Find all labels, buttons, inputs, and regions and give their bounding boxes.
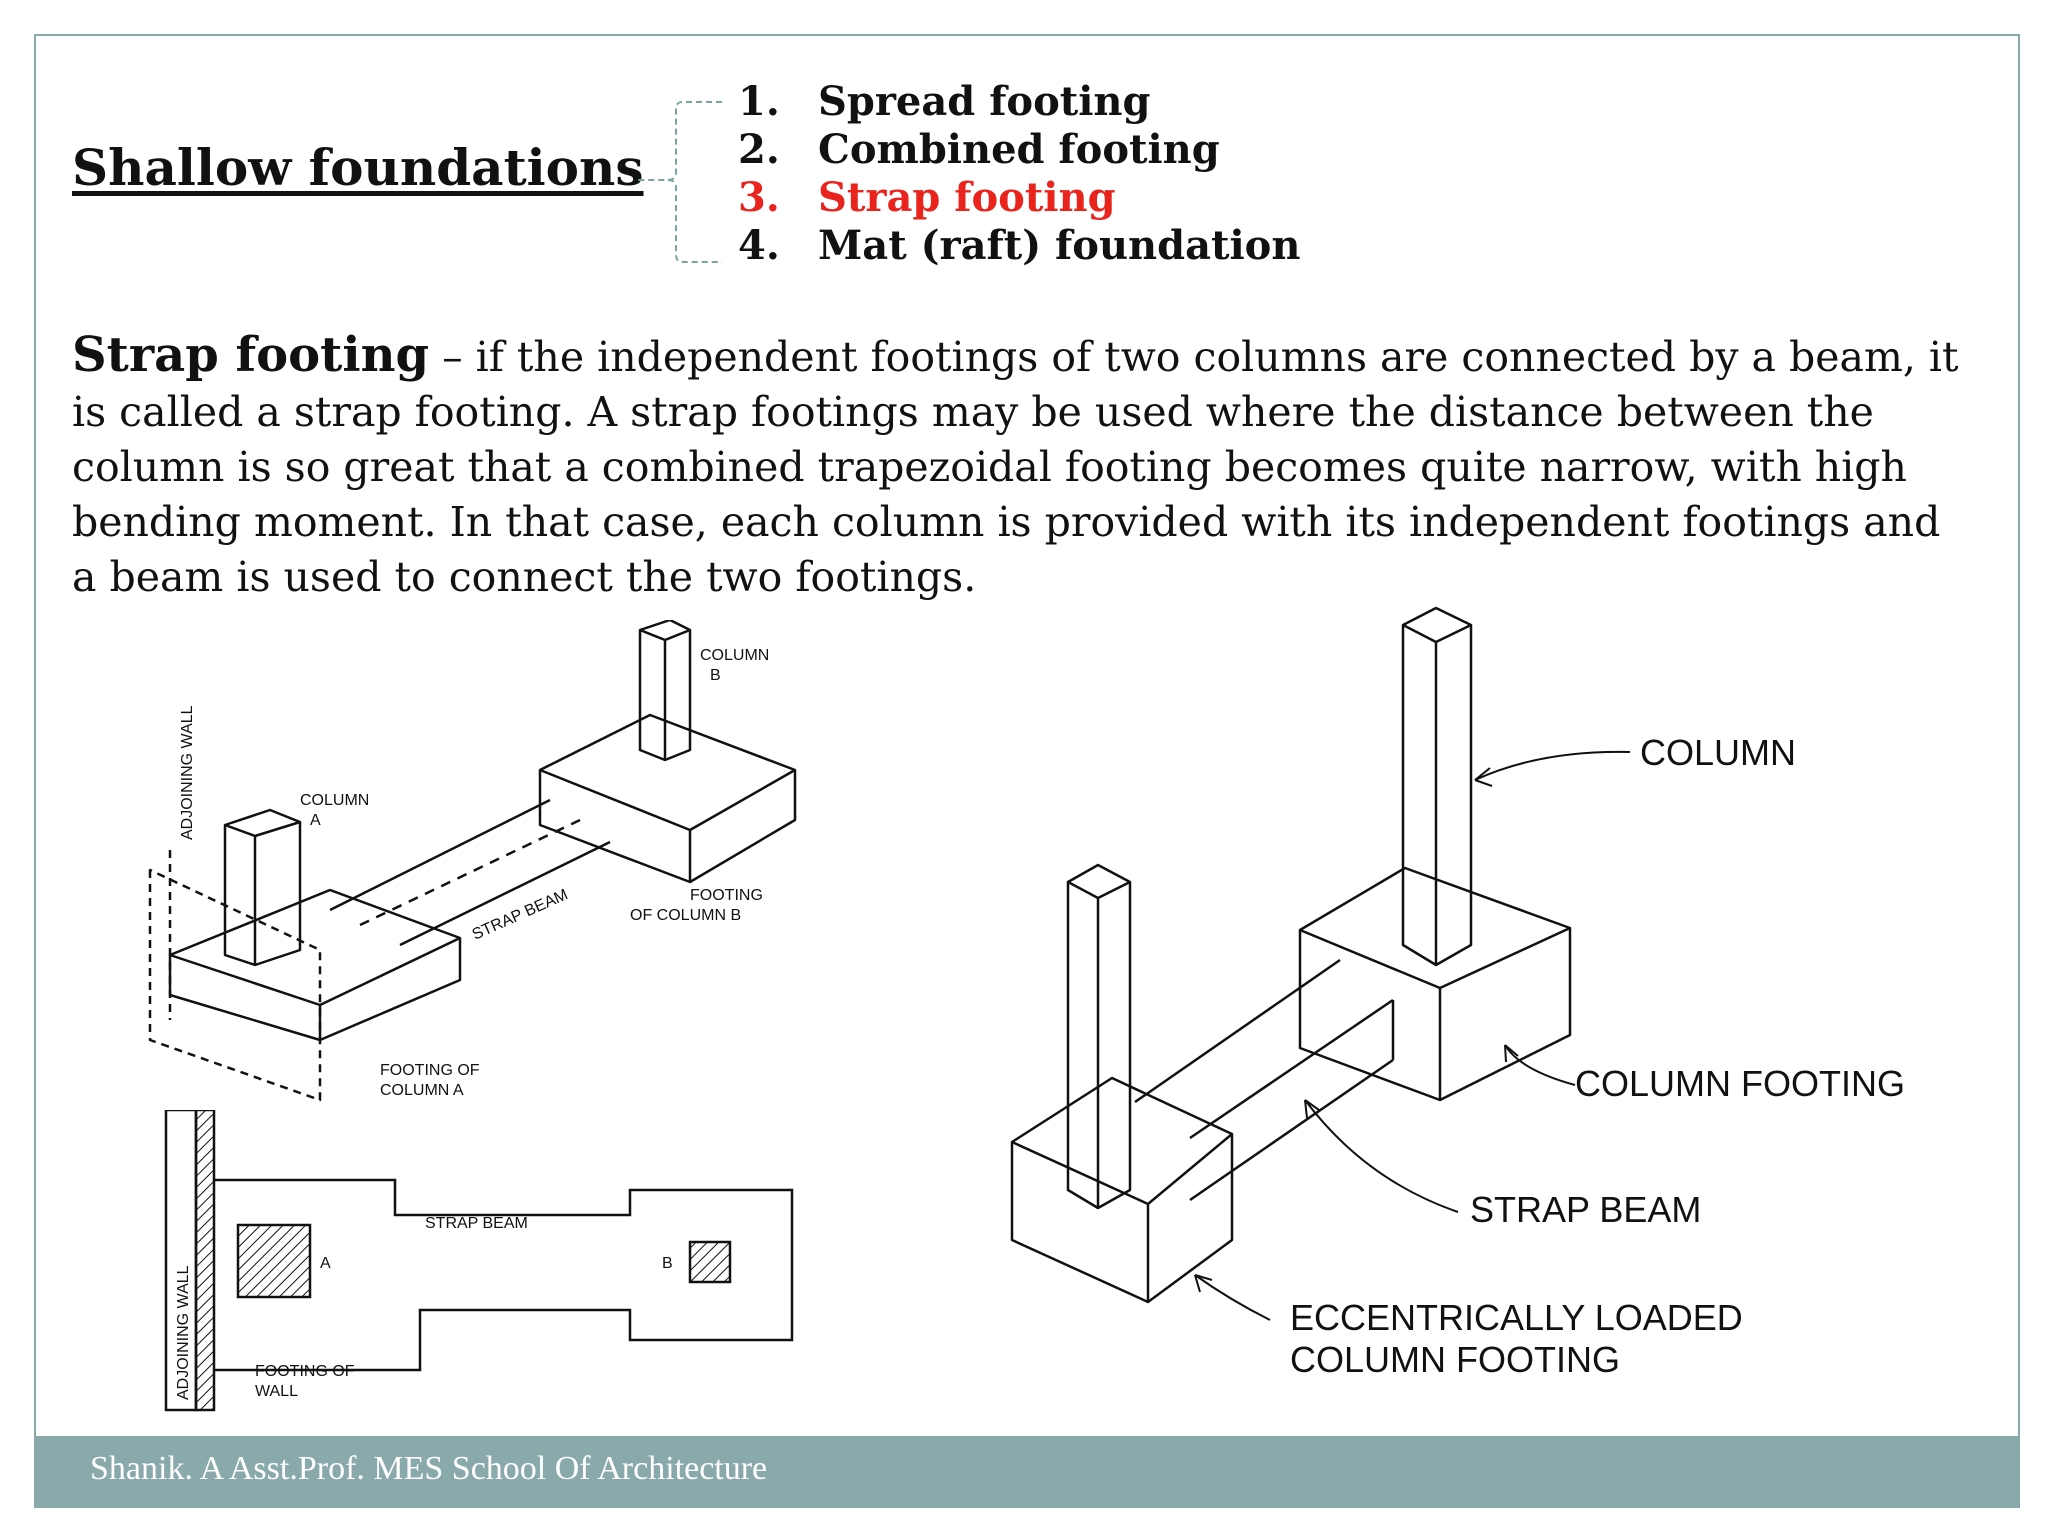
footer-text: Shanik. A Asst.Prof. MES School Of Archi… bbox=[90, 1450, 768, 1487]
label-strap-beam-right: STRAP BEAM bbox=[1470, 1189, 1701, 1230]
label-column-footing: COLUMN FOOTING bbox=[1575, 1063, 1905, 1104]
label-column-b: COLUMN bbox=[700, 647, 769, 664]
isometric-sketch: COLUMN B COLUMN A ADJOINING WALL STRAP B… bbox=[148, 620, 797, 1102]
list-item-current: 3.Strap footing bbox=[738, 174, 1116, 221]
foundation-types-list: 1.Spread footing 2.Combined footing 3.St… bbox=[738, 78, 1300, 270]
brace-connector bbox=[634, 101, 722, 263]
label-column: COLUMN bbox=[1640, 732, 1796, 773]
description-term: Strap footing bbox=[72, 327, 430, 383]
label-column-b-letter: B bbox=[710, 667, 721, 684]
label-eccentric: ECCENTRICALLY LOADED bbox=[1290, 1297, 1743, 1338]
plan-sketch: ADJOINING WALL STRAP BEAM A B FOOTING OF… bbox=[164, 1110, 794, 1412]
label-col-a: A bbox=[320, 1255, 331, 1272]
label-col-b: B bbox=[662, 1255, 673, 1272]
strap-footing-diagram: COLUMN COLUMN FOOTING STRAP BEAM ECCENTR… bbox=[1010, 606, 1905, 1380]
label-adjoining-wall: ADJOINING WALL bbox=[179, 705, 196, 840]
label-column-a-letter: A bbox=[310, 812, 321, 829]
slide-title: Shallow foundations bbox=[72, 138, 644, 197]
label-adjoining-wall-plan: ADJOINING WALL bbox=[175, 1265, 192, 1400]
label-footing-wall: FOOTING OF bbox=[255, 1363, 355, 1380]
label-footing-a-2: COLUMN A bbox=[380, 1082, 464, 1099]
label-footing-wall-2: WALL bbox=[255, 1383, 298, 1400]
description-text: – if the independent footings of two col… bbox=[72, 333, 1959, 601]
slide-frame bbox=[34, 34, 2020, 1508]
label-footing-a: FOOTING OF bbox=[380, 1062, 480, 1079]
list-item: 1.Spread footing bbox=[738, 78, 1151, 125]
label-footing-b: FOOTING bbox=[690, 887, 763, 904]
label-strap-beam-plan: STRAP BEAM bbox=[425, 1215, 528, 1232]
description-paragraph: Strap footing – if the independent footi… bbox=[72, 328, 1972, 605]
list-item: 2.Combined footing bbox=[738, 126, 1220, 173]
label-column-a: COLUMN bbox=[300, 792, 369, 809]
label-strap-beam: STRAP BEAM bbox=[470, 886, 571, 943]
footer-bar: Shanik. A Asst.Prof. MES School Of Archi… bbox=[34, 1436, 2020, 1508]
label-eccentric-2: COLUMN FOOTING bbox=[1290, 1339, 1620, 1380]
label-footing-b-2: OF COLUMN B bbox=[630, 907, 741, 924]
list-item: 4.Mat (raft) foundation bbox=[738, 222, 1301, 269]
